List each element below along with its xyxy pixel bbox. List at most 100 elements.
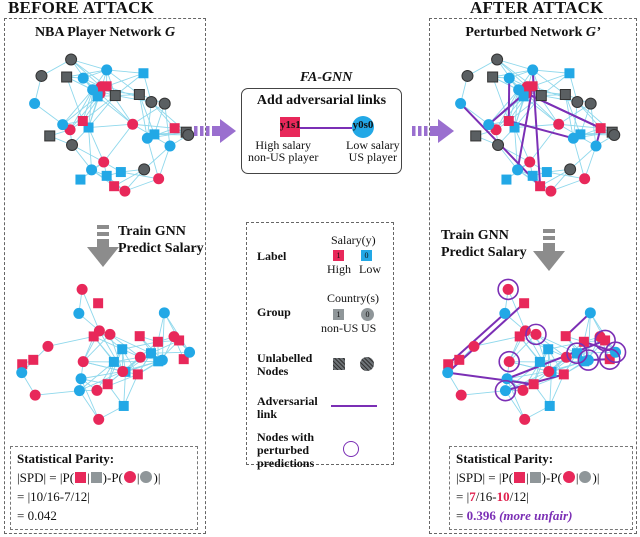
left-spd-formula: |SPD| = |P(|)-P(|)| xyxy=(17,470,161,485)
before-graph-circle-node xyxy=(145,95,158,108)
before-graph-edge xyxy=(62,89,94,125)
after-graph-edge xyxy=(532,72,570,87)
after-graph-circle-node xyxy=(584,97,597,110)
after-graph-adversarial-link xyxy=(508,120,574,140)
after-graph-circle-node xyxy=(524,156,536,168)
before-trained-graph-circle-node xyxy=(168,331,180,343)
after-graph-circle-node xyxy=(492,139,505,152)
fagnn-box: Add adversarial links y1s1 y0s0 High sal… xyxy=(241,88,402,174)
after-graph-edge xyxy=(572,138,586,179)
before-graph-square-node xyxy=(115,167,126,178)
after-trained-graph-circle-node xyxy=(530,328,542,340)
before-trained-graph-square-node xyxy=(152,336,163,347)
before-graph-edge xyxy=(97,96,133,125)
before-graph-edge xyxy=(151,101,187,133)
after-graph-square-node xyxy=(541,167,552,178)
before-trained-graph-circle-node xyxy=(76,283,88,295)
before-graph-circle-node xyxy=(127,118,139,130)
after-trained-graph-circle-node xyxy=(499,385,511,397)
after-trained-graph-square-node xyxy=(519,298,530,309)
before-graph-edge xyxy=(99,93,133,125)
nonus-legend-text: non-US xyxy=(321,321,359,335)
after-trained-graph-circle-node xyxy=(584,307,596,319)
before-network-title: NBA Player Network G xyxy=(34,25,176,40)
unlabelled-circle-icon xyxy=(360,357,374,371)
after-trained-graph-square-node xyxy=(571,348,582,359)
after-trained-graph-circle-node xyxy=(468,340,480,352)
before-graph-edge xyxy=(164,103,171,147)
left-spd-title: Statistical Parity: xyxy=(17,451,115,466)
before-graph-square-node xyxy=(101,170,112,181)
before-graph-edge xyxy=(146,138,160,179)
left-spd-box: Statistical Parity: |SPD| = |P(|)-P(|)| … xyxy=(10,446,198,530)
before-graph-square-node xyxy=(44,130,56,142)
before-attack-header: BEFORE ATTACK xyxy=(8,0,155,17)
after-graph-edge xyxy=(492,76,510,122)
after-graph-edge xyxy=(529,123,560,163)
after-graph-circle-node xyxy=(503,72,515,84)
before-graph-square-node xyxy=(92,91,103,102)
after-graph-square-node xyxy=(503,116,514,127)
before-graph-circle-node xyxy=(98,156,110,168)
before-graph-edge xyxy=(103,123,134,163)
high-legend-text: High xyxy=(327,262,351,276)
before-graph-circle-node xyxy=(35,69,48,82)
after-trained-graph-edge xyxy=(535,333,578,354)
before-graph-circle-node xyxy=(138,163,151,176)
fagnn-name: FA-GNN xyxy=(300,70,353,85)
after-graph-circle-node xyxy=(455,98,467,110)
after-graph-circle-node xyxy=(564,163,577,176)
after-trained-graph-square-node xyxy=(558,369,569,380)
left-train-arrow-head xyxy=(87,247,119,267)
after-trained-graph-square-node xyxy=(543,344,554,355)
from-fagnn-arrow-bar xyxy=(430,126,438,136)
after-graph-circle-node xyxy=(483,119,495,131)
after-graph-square-node xyxy=(501,174,512,185)
country-caption: Country(s) xyxy=(327,291,379,305)
legend-group-title: Group xyxy=(257,305,291,319)
to-fagnn-arrow-bar xyxy=(194,126,198,136)
after-graph-square-node xyxy=(535,90,547,102)
before-graph-circle-node xyxy=(158,97,171,110)
before-graph-edge xyxy=(124,178,159,192)
after-trained-graph-edge xyxy=(506,371,549,380)
before-graph-edge xyxy=(88,123,133,128)
legend-box: Label Salary(y) 1 0 High Low Group Count… xyxy=(246,222,394,470)
after-trained-graph-square-node xyxy=(544,400,555,411)
after-graph-circle-node xyxy=(608,128,621,141)
to-fagnn-arrow-bar xyxy=(200,126,204,136)
before-graph-edge xyxy=(115,95,152,103)
before-graph-square-node xyxy=(75,174,86,185)
before-trained-graph-circle-node xyxy=(77,356,89,368)
high-salary-node xyxy=(280,117,300,137)
before-graph-circle-node xyxy=(86,164,98,176)
left-train-arrow-bar xyxy=(97,239,109,247)
before-attack-panel: NBA Player Network G xyxy=(4,18,206,534)
before-trained-graph-edge xyxy=(109,333,152,354)
perturbed-prediction-ring xyxy=(497,278,519,301)
before-graph-edge xyxy=(106,69,144,74)
after-trained-graph-square-node xyxy=(578,336,589,347)
before-graph-edge xyxy=(62,96,98,125)
before-trained-graph-circle-node xyxy=(134,351,146,363)
after-trained-graph-circle-node xyxy=(502,283,514,295)
before-trained-graph-circle-node xyxy=(158,307,170,319)
after-trained-graph-circle-node xyxy=(503,356,515,368)
after-trained-graph-edge xyxy=(509,361,549,372)
before-graph-circle-node xyxy=(164,140,176,152)
right-train-arrow-bar xyxy=(543,229,555,233)
after-graph-edge xyxy=(525,93,559,125)
after-graph-square-node xyxy=(535,181,546,192)
after-trained-graph-edge xyxy=(505,371,549,392)
after-graph-square-node xyxy=(559,89,571,101)
after-attack-header: AFTER ATTACK xyxy=(470,0,604,17)
from-fagnn-arrow-head xyxy=(438,119,454,143)
after-graph-edge xyxy=(546,171,585,180)
after-graph-adversarial-link xyxy=(516,86,534,170)
after-trained-graph-square-node xyxy=(600,335,611,346)
